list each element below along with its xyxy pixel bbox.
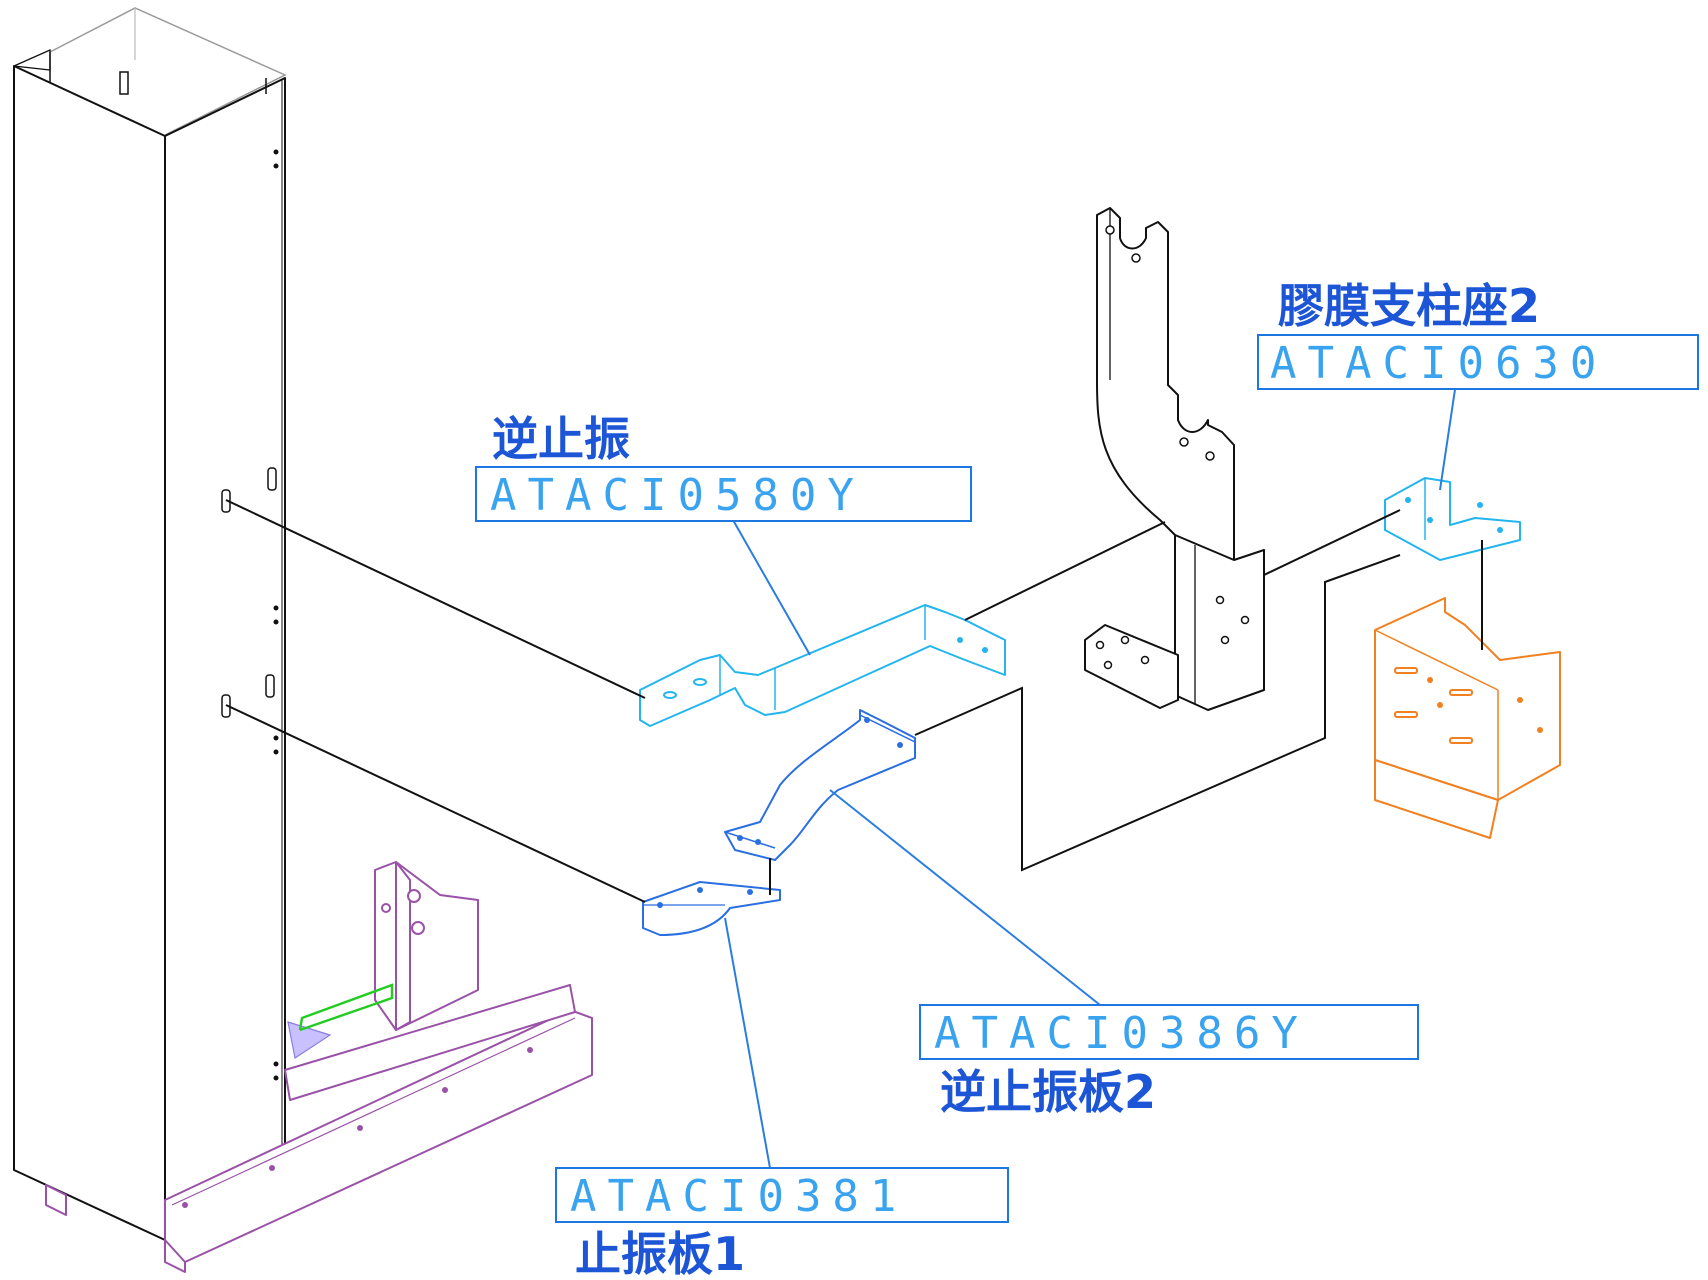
label-name-check-vibration: 逆止振 — [492, 412, 630, 466]
cabinet-column — [13, 7, 287, 1241]
label-code-check-vibration: ATACI0580Y — [490, 470, 865, 521]
check-vibration-bracket — [639, 604, 1006, 727]
callout-film-post-base-2: 膠膜支柱座2 ATACI0630 — [1257, 278, 1699, 390]
callout-anti-vibration-plate-2: ATACI0386Y 逆止振板2 — [919, 1004, 1419, 1120]
label-code-vibration-plate-1: ATACI0381 — [570, 1171, 907, 1222]
cabinet-mount-holes — [273, 149, 279, 1081]
film-post-base-2 — [1384, 477, 1521, 561]
code-box-check-vibration — [475, 466, 972, 522]
assembly-connection-lines — [225, 499, 1483, 903]
label-name-anti-vibration-plate-2: 逆止振板2 — [940, 1065, 1156, 1119]
orange-post-base — [1374, 597, 1561, 839]
code-box-anti-vibration-plate-2 — [919, 1004, 1419, 1060]
black-vertical-bracket — [1084, 207, 1265, 711]
code-box-film-post-base-2 — [1257, 334, 1699, 390]
callout-check-vibration: 逆止振 ATACI0580Y — [475, 411, 972, 522]
purple-base-assembly — [164, 861, 593, 1273]
label-code-film-post-base-2: ATACI0630 — [1270, 338, 1607, 389]
code-box-vibration-plate-1 — [555, 1167, 1009, 1223]
label-name-film-post-base-2: 膠膜支柱座2 — [1278, 279, 1540, 333]
orange-slots — [1394, 667, 1543, 744]
anti-vibration-plate-2 — [724, 709, 916, 861]
label-code-anti-vibration-plate-2: ATACI0386Y — [934, 1008, 1309, 1059]
callout-vibration-plate-1: ATACI0381 止振板1 — [555, 1167, 1009, 1280]
base-channel-holes — [182, 1047, 533, 1208]
label-name-vibration-plate-1: 止振板1 — [575, 1227, 745, 1280]
vibration-plate-1 — [642, 881, 781, 936]
